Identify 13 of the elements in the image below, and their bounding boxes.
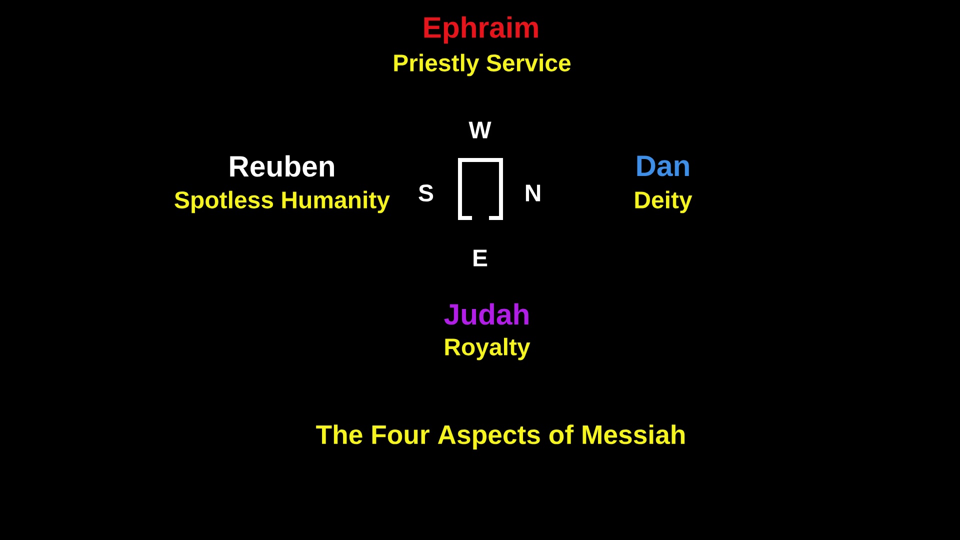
tribe-name: Reuben [230,155,334,177]
compass-letter: W [468,122,492,138]
compass-letter: N [526,184,540,202]
tribe-name: Dan [637,156,689,176]
aspect-label: Deity [635,190,692,214]
caption: The Four Aspects of Messiah [316,424,685,450]
tribe-name: Ephraim [424,16,538,44]
compass-letter: S [418,184,434,202]
aspect-label: Royalty [445,338,530,360]
tribe-name: Judah [444,303,528,325]
aspect-label: Priestly Service [394,54,571,76]
compass-letter: E [474,250,488,266]
aspect-label: Spotless Humanity [174,190,390,214]
